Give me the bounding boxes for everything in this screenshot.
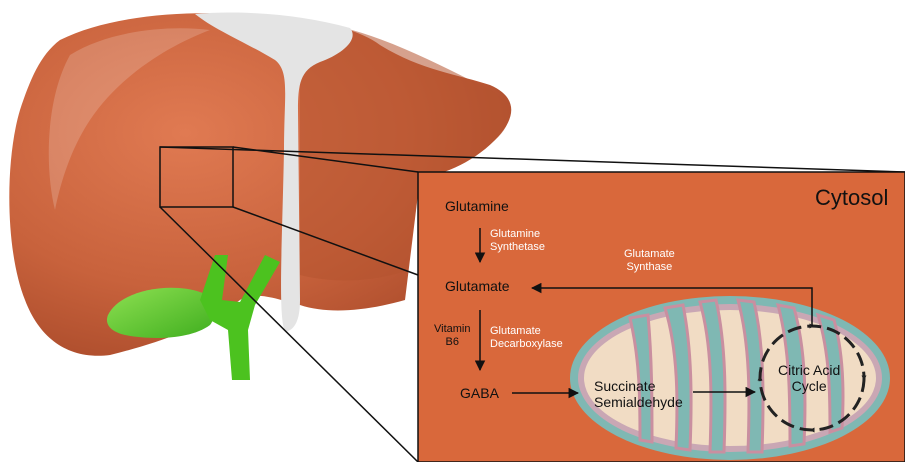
succinate-semialdehyde-label: Succinate Semialdehyde: [594, 378, 683, 410]
citric-line1: Citric Acid: [778, 362, 840, 378]
glutamate-synthase-line1: Glutamate: [624, 248, 675, 261]
vitamin-line2: B6: [434, 336, 470, 349]
gaba-label: GABA: [460, 385, 499, 401]
glutamate-decarboxylase-line1: Glutamate: [490, 325, 563, 338]
glutamate-synthase-line2: Synthase: [624, 261, 675, 274]
cytosol-label: Cytosol: [815, 185, 888, 210]
glutamine-label: Glutamine: [445, 198, 509, 214]
citric-line2: Cycle: [778, 378, 840, 394]
glutamine-synthetase-line1: Glutamine: [490, 228, 545, 241]
vitamin-line1: Vitamin: [434, 323, 470, 336]
vitamin-b6-label: Vitamin B6: [434, 323, 470, 348]
glutamate-decarboxylase-label: Glutamate Decarboxylase: [490, 325, 563, 350]
succinate-line2: Semialdehyde: [594, 394, 683, 410]
glutamine-synthetase-line2: Synthetase: [490, 241, 545, 254]
citric-acid-cycle-label: Citric Acid Cycle: [778, 362, 840, 394]
glutamine-synthetase-label: Glutamine Synthetase: [490, 228, 545, 253]
glutamate-synthase-label: Glutamate Synthase: [624, 248, 675, 273]
glutamate-decarboxylase-line2: Decarboxylase: [490, 338, 563, 351]
succinate-line1: Succinate: [594, 378, 683, 394]
glutamate-label: Glutamate: [445, 278, 510, 294]
